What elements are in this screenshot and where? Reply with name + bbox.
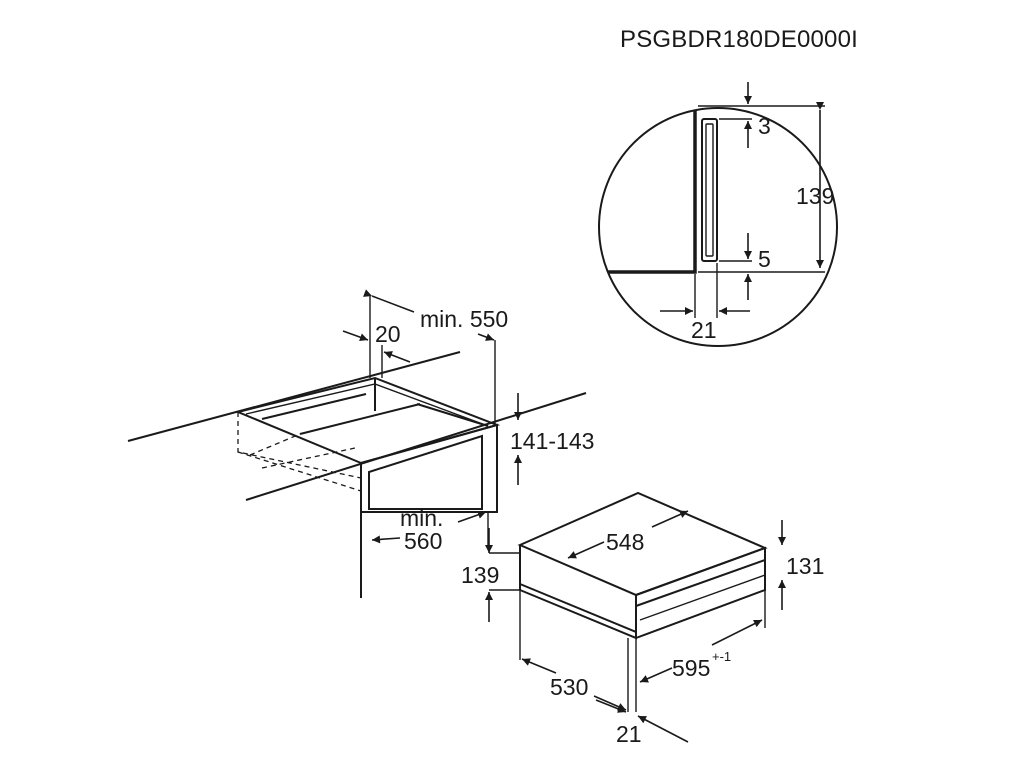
- top-width-arrow-right: [651, 510, 689, 528]
- recess-label: 20: [375, 321, 401, 347]
- min-depth-arrow-left: [363, 289, 415, 313]
- min-width-arrow-right: [457, 510, 487, 523]
- depth-label: 530: [550, 674, 588, 700]
- cabinet-top-shelf-line: [127, 351, 461, 442]
- recess-arrow-left: [383, 351, 411, 363]
- front-thickness-arrow-left: [637, 715, 689, 743]
- min-depth-arrow-right: [477, 333, 495, 341]
- model-code: PSGBDR180DE0000I: [620, 26, 858, 53]
- depth-arrow-left: [521, 658, 557, 674]
- width-arrow-left: [639, 667, 673, 683]
- cabinet-bottom-shelf-line: [245, 392, 587, 501]
- detail-height-label: 139: [796, 183, 834, 209]
- top-width-arrow-left: [567, 541, 605, 559]
- total-height-label: 139: [461, 562, 499, 588]
- width-arrow-right: [711, 619, 763, 646]
- front-height-label: 131: [786, 553, 824, 579]
- detail-depth-label: 21: [691, 317, 717, 343]
- front-thickness-arrow-right: [595, 699, 627, 713]
- detail-top-gap-label: 3: [758, 113, 771, 139]
- width-tolerance-label: +-1: [712, 649, 731, 664]
- detail-front-panel-inner: [705, 123, 714, 257]
- top-width-label: 548: [606, 529, 644, 555]
- min-width-label: min.: [400, 505, 443, 531]
- cabinet-view: min. 550 20 141-143 min. 560: [127, 289, 594, 598]
- niche-front-opening: [368, 434, 483, 510]
- width-label: 595: [672, 655, 710, 681]
- niche-top-frame-inner: [245, 383, 489, 427]
- min-width-arrow-left: [371, 535, 401, 544]
- appliance-view: 548 131 139 530 595 +-1 21: [461, 491, 824, 747]
- front-thickness-label: 21: [616, 721, 642, 747]
- niche-top-frame: [234, 376, 501, 465]
- recess-arrow-right: [342, 330, 369, 342]
- detail-circle: [598, 107, 838, 347]
- niche-hidden-lines: [237, 412, 362, 479]
- appliance-front-panel: [635, 546, 766, 639]
- detail-view: 3 139 5 21: [598, 82, 838, 347]
- min-depth-label: min. 550: [420, 306, 508, 332]
- height-range-label: 141-143: [510, 428, 594, 454]
- detail-cabinet-edge: [599, 108, 697, 274]
- appliance-left-face: [519, 545, 637, 640]
- min-width-value: 560: [404, 528, 442, 554]
- detail-front-panel: [701, 118, 718, 262]
- detail-bottom-gap-label: 5: [758, 246, 771, 272]
- depth-arrow-right: [593, 695, 627, 711]
